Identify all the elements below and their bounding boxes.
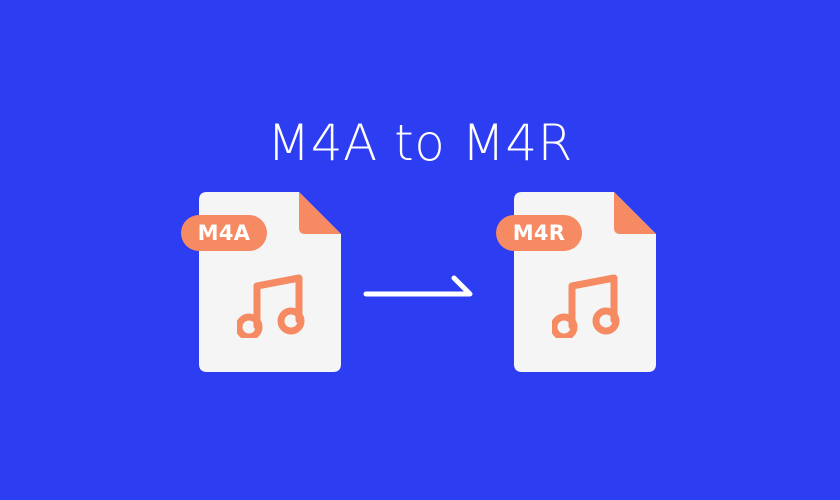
source-format-badge: M4A	[181, 215, 267, 251]
music-note-icon	[552, 274, 620, 338]
target-file-card: M4R	[496, 192, 656, 372]
page-title: M4A to M4R	[267, 114, 573, 172]
target-format-badge: M4R	[496, 215, 582, 251]
source-file-card: M4A	[181, 192, 341, 372]
music-note-icon	[237, 274, 305, 338]
arrow-right-icon	[363, 275, 473, 297]
